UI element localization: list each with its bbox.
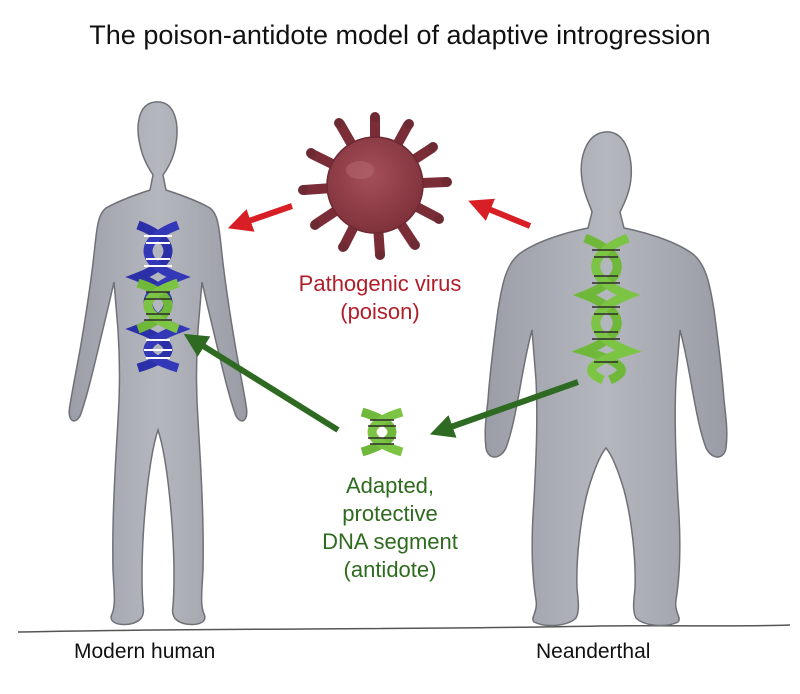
modern-human-dna-icon	[125, 220, 191, 373]
antidote-label-line-2: protective	[342, 501, 438, 526]
antidote-to-modern-human-arrow	[183, 333, 340, 433]
virus-label-line-2: (poison)	[340, 299, 420, 324]
neanderthal-figure	[484, 131, 728, 627]
neanderthal-to-antidote-arrow	[429, 379, 580, 438]
virus-label: Pathogenic virus (poison)	[260, 270, 500, 326]
modern-human-label: Modern human	[74, 640, 216, 663]
ground-line	[17, 624, 791, 633]
antidote-label-line-1: Adapted,	[345, 473, 435, 498]
antidote-dna-icon	[360, 407, 404, 457]
antidote-label-line-4: (antidote)	[343, 557, 437, 582]
virus-label-line-1: Pathogenic virus	[298, 271, 462, 296]
neanderthal-dna-icon	[571, 233, 642, 385]
virus-icon	[298, 112, 452, 260]
virus-to-neanderthal-arrow	[468, 198, 532, 229]
diagram-title: The poison-antidote model of adaptive in…	[89, 20, 711, 50]
neanderthal-label: Neanderthal	[536, 640, 651, 663]
antidote-label-line-3: DNA segment	[322, 529, 458, 554]
antidote-label: Adapted, protective DNA segment (antidot…	[280, 472, 500, 584]
virus-to-modern-human-arrow	[227, 203, 293, 232]
